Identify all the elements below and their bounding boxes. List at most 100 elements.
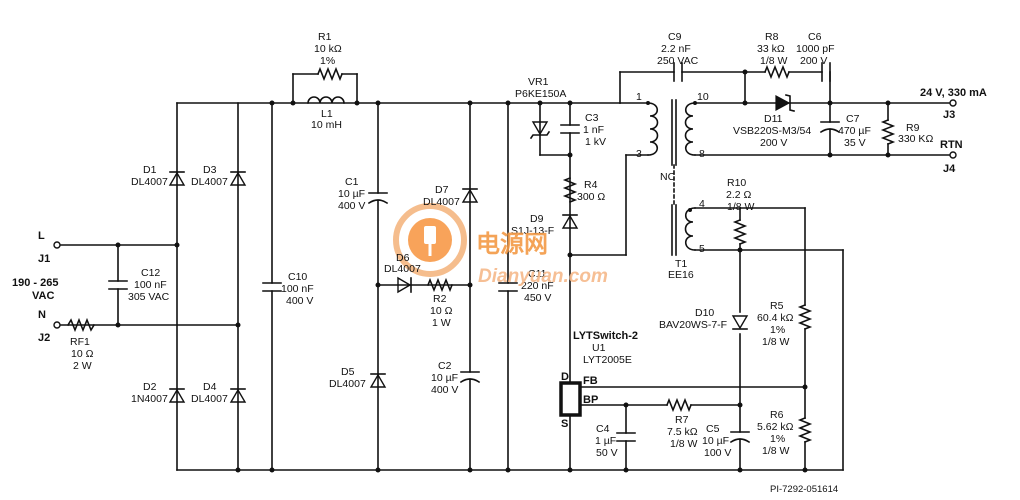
c3-rating: 1 kV [585,136,606,148]
l1-ref: L1 [321,108,333,120]
c12-value: 100 nF [134,279,167,291]
d10-part: BAV20WS-7-F [659,319,727,331]
c11-ref: C11 [528,268,547,280]
c2-value: 10 µF [431,372,458,384]
d7-part: DL4007 [423,196,460,208]
r1-value: 10 kΩ [314,43,342,55]
r9-value: 330 KΩ [898,133,933,145]
label-rtn: RTN [940,139,963,151]
capacitor-c2 [459,371,481,384]
d6-ref: D6 [396,252,410,264]
capacitor-c9 [673,62,683,82]
c7-ref: C7 [846,113,860,125]
d1-ref: D1 [143,164,157,176]
r6-ref: R6 [770,409,784,421]
d3-ref: D3 [203,164,217,176]
capacitor-c3 [560,124,580,134]
resistor-r5 [797,303,813,331]
ic-u1 [559,381,582,417]
diode-d3 [229,171,247,186]
c12-ref: C12 [141,267,160,279]
capacitor-c11 [498,282,518,292]
r8-power: 1/8 W [760,55,788,67]
diode-d7 [461,188,479,203]
r2-ref: R2 [433,293,447,305]
watermark-logo [393,203,467,277]
c9-rating: 250 VAC [657,55,699,67]
r6-value: 5.62 kΩ [757,421,794,433]
r1-ref: R1 [318,31,332,43]
r10-ref: R10 [727,177,746,189]
c7-value: 470 µF [838,125,871,137]
u1-family: LYTSwitch-2 [573,330,638,342]
watermark-en: Dianyuan.com [478,266,608,287]
u1-part: LYT2005E [583,354,632,366]
capacitor-c1 [367,192,389,205]
c7-rating: 35 V [844,137,866,149]
rf1-ref: RF1 [70,336,90,348]
label-j1: J1 [38,253,50,265]
label-j3: J3 [943,109,955,121]
nc-label: NC [660,171,676,183]
c10-rating: 400 V [286,295,313,307]
label-n: N [38,309,46,321]
d10-ref: D10 [695,307,714,319]
capacitor-c7 [819,121,841,134]
diode-d9 [561,214,579,229]
vr1-part: P6KE150A [515,88,566,100]
c9-value: 2.2 nF [661,43,691,55]
r9-ref: R9 [906,122,920,134]
t1-core: EE16 [668,269,694,281]
capacitor-c5 [729,431,751,444]
watermark-cn: 电源网 [476,230,548,258]
pin-fb: FB [583,375,598,387]
r7-value: 7.5 kΩ [667,426,698,438]
diode-vr1 [529,121,551,140]
label-input-unit: VAC [32,290,54,302]
r10-value: 2.2 Ω [726,189,752,201]
c4-rating: 50 V [596,447,618,459]
c4-ref: C4 [596,423,610,435]
diode-d4 [229,388,247,403]
c6-ref: C6 [808,31,822,43]
c6-value: 1000 pF [796,43,835,55]
pin-10: 10 [697,91,709,103]
c12-rating: 305 VAC [128,291,170,303]
resistor-r6 [797,416,813,444]
r5-ref: R5 [770,300,784,312]
c5-ref: C5 [706,423,720,435]
c1-rating: 400 V [338,200,365,212]
diode-d2 [168,388,186,403]
c3-value: 1 nF [583,124,604,136]
c1-value: 10 µF [338,188,365,200]
pin-3: 3 [636,148,642,160]
r8-ref: R8 [765,31,779,43]
u1-ref: U1 [592,342,606,354]
resistor-r8 [763,64,791,80]
d11-part: VSB220S-M3/54 [733,125,811,137]
d11-ref: D11 [764,113,783,125]
r2-power: 1 W [432,317,451,329]
diode-d6 [397,276,412,294]
resistor-r10 [732,218,748,246]
inductor-l1 [307,96,345,104]
c5-rating: 100 V [704,447,731,459]
terminals [53,99,957,329]
r4-value: 300 Ω [577,191,605,203]
r2-value: 10 Ω [430,305,453,317]
label-output: 24 V, 330 mA [920,87,987,99]
r5-value: 60.4 kΩ [757,312,794,324]
d5-ref: D5 [341,366,355,378]
d6-part: DL4007 [384,263,421,275]
c2-ref: C2 [438,360,452,372]
vr1-ref: VR1 [528,76,549,88]
c1-ref: C1 [345,176,359,188]
r8-value: 33 kΩ [757,43,785,55]
junction-dots [115,69,891,473]
c11-value: 220 nF [521,280,554,292]
r6-tol: 1% [770,433,785,445]
label-j4: J4 [943,163,956,175]
d9-ref: D9 [530,213,544,225]
capacitor-c10 [262,282,282,292]
figure-id: PI-7292-051614 [770,484,838,495]
